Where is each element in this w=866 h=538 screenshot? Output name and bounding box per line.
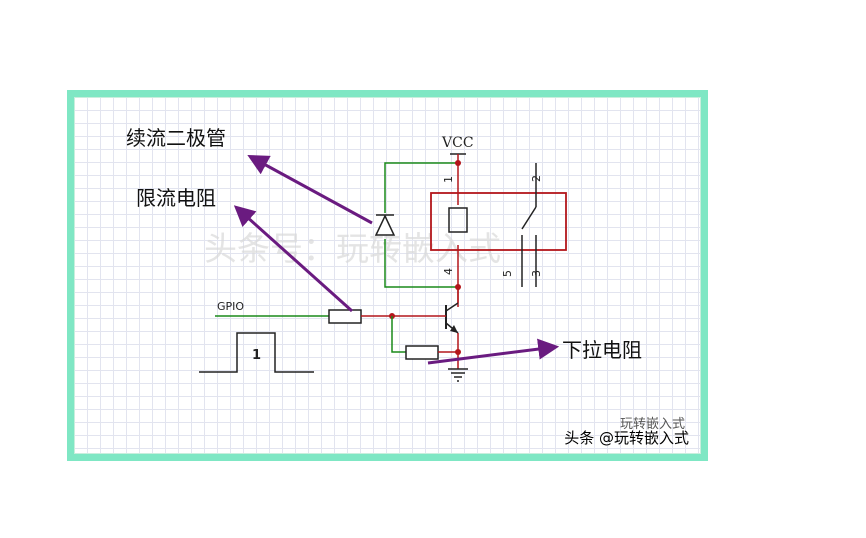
pulldown-wire-left — [391, 316, 406, 353]
pin-3: 3 — [530, 270, 543, 277]
npn-transistor — [445, 287, 459, 369]
flyback-diode-label: 续流二极管 — [126, 126, 226, 150]
pulldown-arrow — [427, 338, 560, 365]
pulse-waveform — [199, 332, 314, 373]
flyback-diode-arrow — [247, 154, 373, 225]
pulldown-label: 下拉电阻 — [562, 338, 642, 362]
ground-symbol — [448, 368, 468, 382]
center-watermark: 头条号：玩转嵌入式 — [204, 229, 501, 268]
relay-driver-schematic: 头条号：玩转嵌入式 VCC — [126, 126, 642, 382]
footer-watermark: 头条 @玩转嵌入式 — [564, 429, 689, 447]
current-limit-label: 限流电阻 — [136, 186, 216, 210]
current-limit-resistor — [328, 309, 362, 324]
pin-4: 4 — [442, 268, 455, 275]
pulldown-resistor — [405, 345, 439, 360]
vcc-label: VCC — [441, 135, 474, 151]
pin-2: 2 — [530, 175, 543, 182]
flyback-diode — [374, 214, 396, 236]
pin-5: 5 — [501, 270, 514, 277]
contact-switch — [521, 206, 537, 230]
node-vcc — [455, 160, 461, 166]
diode-wire-top — [384, 162, 458, 213]
current-limit-arrow — [233, 205, 354, 313]
gpio-label: GPIO — [217, 300, 244, 313]
relay-body — [430, 192, 567, 251]
relay-coil — [448, 207, 468, 233]
schematic-board: 头条号：玩转嵌入式 VCC — [74, 97, 701, 454]
pin-1: 1 — [442, 176, 455, 183]
pulse-value: 1 — [252, 348, 261, 363]
wechat-watermark: 玩转嵌入式 — [619, 417, 685, 432]
diode-wire-bottom — [384, 239, 458, 288]
diagram-frame: 头条号：玩转嵌入式 VCC — [67, 90, 708, 461]
node-emitter — [455, 349, 461, 355]
